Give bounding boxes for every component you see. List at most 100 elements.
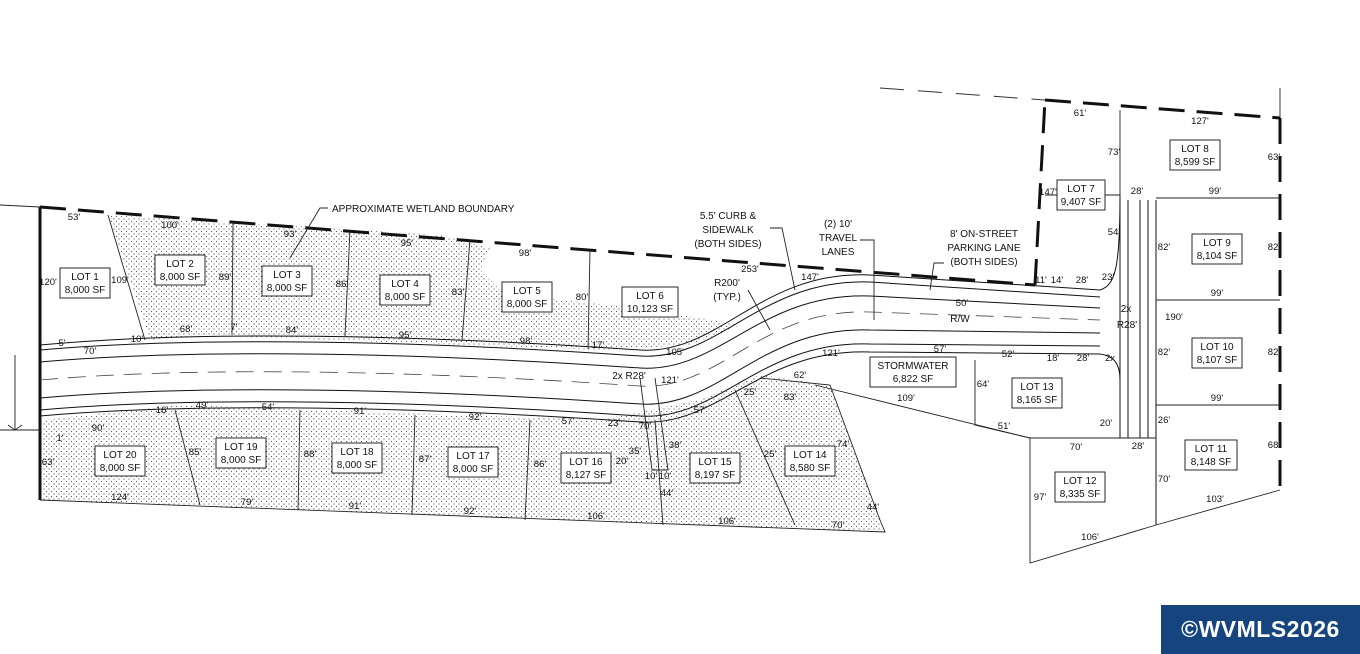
street-alignment [39, 194, 1157, 525]
dim-label: 84' [286, 325, 299, 336]
dim-label: 18' [1047, 353, 1060, 364]
left-dimension-line [0, 355, 40, 431]
note-r28-b: 2x R28' [612, 371, 646, 382]
dimension-labels: 53' 100' 93' 95' 98' 253' 147' 61' 127' … [39, 108, 1280, 543]
dim-label: 82' [1158, 242, 1171, 253]
lot-13-area: 8,165 SF [1017, 395, 1058, 406]
lot-16-area: 8,127 SF [566, 470, 607, 481]
dim-label: 5' [58, 338, 65, 349]
dim-label: 50' [956, 298, 969, 309]
dim-label: 44' [867, 502, 880, 513]
dim-label: 103' [1206, 494, 1224, 505]
lot-13-id: LOT 13 [1020, 382, 1054, 393]
dim-label: 26' [1158, 415, 1171, 426]
note-rw: R/W [950, 314, 970, 325]
note-2x: 2x [1121, 304, 1132, 315]
lot-2-id: LOT 2 [166, 259, 194, 270]
lot-11-area: 8,148 SF [1191, 457, 1232, 468]
site-boundary-top-dashed [1044, 98, 1281, 120]
site-boundary-lot7-dashed [1033, 99, 1047, 286]
dim-label: 99' [1211, 393, 1224, 404]
dim-label: 7' [230, 322, 237, 333]
dim-label: 68' [180, 324, 193, 335]
copyright-badge: ©WVMLS2026 [1161, 605, 1360, 654]
dim-label: 98' [519, 248, 532, 259]
dim-label: 64' [977, 379, 990, 390]
dim-label: 87' [419, 454, 432, 465]
dim-label: 95' [401, 238, 414, 249]
dim-label: 190' [1165, 312, 1183, 323]
dim-label: 16' [156, 405, 169, 416]
dim-label: 86' [336, 279, 349, 290]
lot-labels: LOT 1 8,000 SF LOT 2 8,000 SF LOT 3 8,00… [59, 139, 1243, 503]
note-radius-2: (TYP.) [713, 292, 741, 303]
dim-label: 17' [592, 340, 605, 351]
dim-label: 10' [659, 471, 672, 482]
dim-label: 57' [562, 416, 575, 427]
dim-label: 120' [39, 277, 57, 288]
lot-19-id: LOT 19 [224, 442, 258, 453]
note-curb-3: (BOTH SIDES) [694, 239, 761, 250]
dim-label: 100' [161, 220, 179, 231]
dim-label: 28' [1131, 186, 1144, 197]
dim-label: 53' [68, 212, 81, 223]
lot-2-area: 8,000 SF [160, 272, 201, 283]
dim-label: 147' [801, 272, 819, 283]
dim-label: 54' [262, 402, 275, 413]
note-curb-1: 5.5' CURB & [700, 211, 757, 222]
dim-label: 147' [1039, 187, 1057, 198]
dim-label: 49' [196, 400, 209, 411]
note-travel-1: (2) 10' [824, 219, 852, 230]
dim-label: 83' [784, 392, 797, 403]
dim-label: 52' [1002, 349, 1015, 360]
lot-7-area: 9,407 SF [1061, 197, 1102, 208]
note-travel-3: LANES [822, 247, 855, 258]
lot-8-id: LOT 8 [1181, 144, 1209, 155]
dim-label: 121' [661, 375, 679, 386]
dim-label: 23' [608, 418, 621, 429]
dim-label: 124' [111, 492, 129, 503]
note-wetland: APPROXIMATE WETLAND BOUNDARY [332, 204, 515, 215]
dim-label: 70' [1070, 442, 1083, 453]
dim-label: 28' [1076, 275, 1089, 286]
note-park-3: (BOTH SIDES) [950, 257, 1017, 268]
lot-lines [107, 110, 1281, 564]
dim-label: 99' [1209, 186, 1222, 197]
site-boundary-south [39, 377, 886, 533]
lot-10-area: 8,107 SF [1197, 355, 1238, 366]
offsite-line-left [0, 204, 41, 208]
dim-label: 38' [669, 440, 682, 451]
dim-label: 105' [666, 347, 684, 358]
lot-3-id: LOT 3 [273, 270, 301, 281]
dim-label: 44' [661, 488, 674, 499]
dim-label: 109' [111, 275, 129, 286]
lot-1-area: 8,000 SF [65, 285, 106, 296]
dim-label: 106' [1081, 532, 1099, 543]
lot-4-area: 8,000 SF [385, 292, 426, 303]
lot-14-id: LOT 14 [793, 450, 827, 461]
dim-label: 97' [1034, 492, 1047, 503]
dim-label: 57' [694, 405, 707, 416]
dim-label: 11' [1035, 275, 1047, 286]
dim-label: 62' [794, 370, 807, 381]
dim-label: 73' [1108, 147, 1121, 158]
lot-6-area: 10,123 SF [627, 304, 673, 315]
dim-label: 70' [832, 520, 845, 531]
dim-label: 70' [1158, 474, 1171, 485]
dim-label: 93' [284, 229, 297, 240]
site-boundary-north-dashed [39, 205, 1036, 287]
note-travel-2: TRAVEL [819, 233, 858, 244]
dim-label: 63' [42, 457, 55, 468]
lot-19-area: 8,000 SF [221, 455, 262, 466]
dim-label: 109' [897, 393, 915, 404]
plan-notes: APPROXIMATE WETLAND BOUNDARY 5.5' CURB &… [289, 204, 1137, 382]
note-park-1: 8' ON-STREET [950, 229, 1018, 240]
lot-15-area: 8,197 SF [695, 470, 736, 481]
lot-5-id: LOT 5 [513, 286, 541, 297]
dim-label: 74' [837, 439, 850, 450]
dim-label: 85' [189, 447, 202, 458]
lot-18-id: LOT 18 [340, 447, 374, 458]
dim-label: 90' [92, 423, 105, 434]
dim-label: 2x [1105, 353, 1115, 364]
